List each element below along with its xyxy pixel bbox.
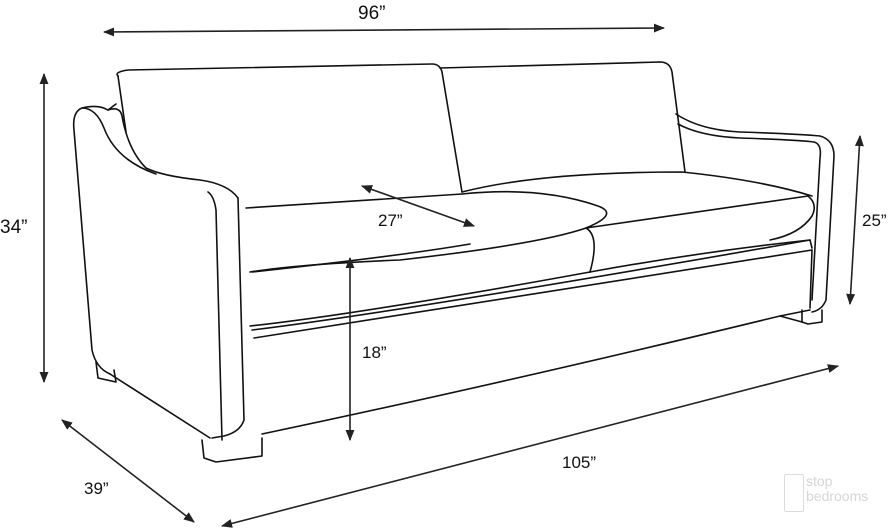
overall-depth-label: 39” [84,479,109,498]
diagonal-length-label: 105” [562,453,597,472]
watermark-logo-icon [784,474,804,512]
sofa-outline [72,61,835,463]
overall-height-label: 34” [0,217,28,238]
arm-height-dimension-line [846,134,864,306]
seat-depth-dimension-line [360,185,476,227]
watermark-text: stop bedrooms [806,474,868,504]
arm-height-label: 25” [862,211,887,230]
watermark-line2: bedrooms [806,488,869,504]
depth-dimension-line [61,419,195,523]
onestopbedrooms-watermark: stop bedrooms [780,470,890,520]
overall-width-label: 96” [358,3,386,24]
seat-height-label: 18” [362,343,387,362]
watermark-line1: stop [806,473,833,489]
width-dimension-line [102,23,666,37]
seat-depth-label: 27” [378,211,403,230]
dimension-lines [39,23,864,528]
diagonal-length-dimension-line [220,364,840,528]
